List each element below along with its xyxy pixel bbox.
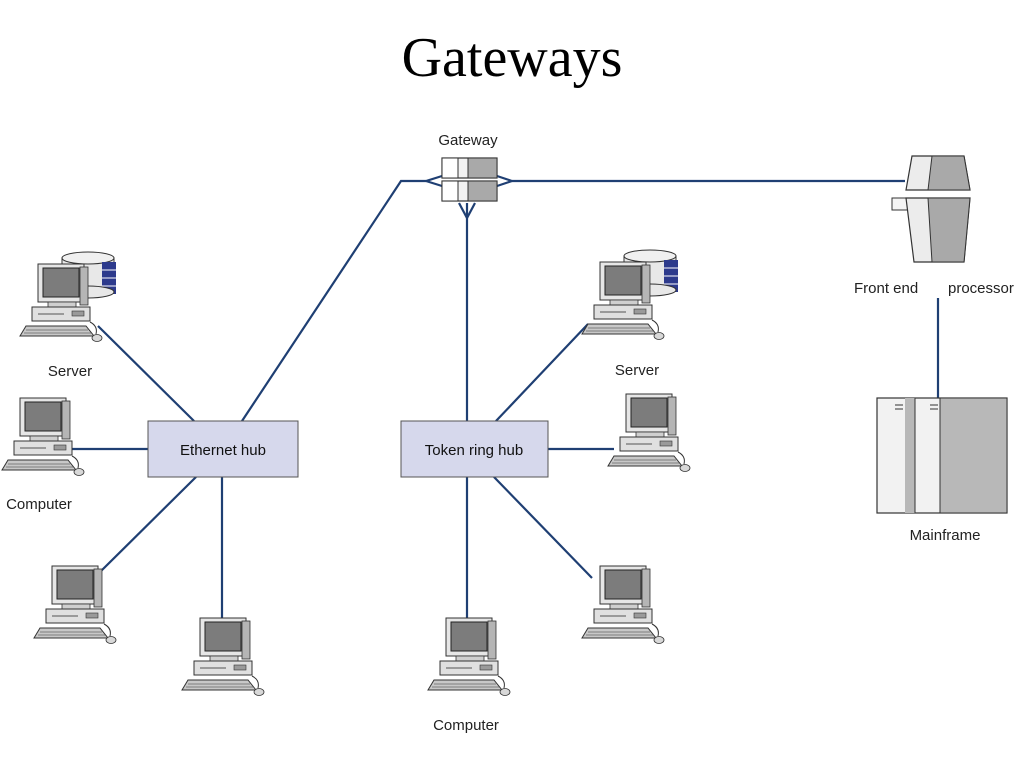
front-end-label: Front end <box>854 280 918 297</box>
computer-icon <box>427 617 511 696</box>
connections <box>72 174 940 618</box>
server-left-label: Server <box>48 363 92 380</box>
link-token-server <box>495 323 589 422</box>
ethernet-hub-label: Ethernet hub <box>180 442 266 459</box>
processor-label: processor <box>948 280 1014 297</box>
computer-icon <box>581 565 665 644</box>
link-ethernet-server <box>97 325 195 422</box>
page-title: Gateways <box>401 27 623 89</box>
server-icon <box>581 249 679 340</box>
computer-icon <box>607 393 691 472</box>
link-ethernet-pc-lower-left <box>99 476 197 573</box>
token-ring-hub-label: Token ring hub <box>425 442 523 459</box>
ethernet-hub: Ethernet hub <box>147 420 299 478</box>
computer-icon <box>1 397 85 476</box>
mainframe-label: Mainframe <box>910 527 981 544</box>
link-gateway-front-end <box>496 174 905 183</box>
computer-icon <box>33 565 117 644</box>
token-ring-hub: Token ring hub <box>400 420 549 478</box>
computer-bottom-label: Computer <box>433 717 499 734</box>
link-token-pc-lower-right <box>493 476 593 579</box>
mainframe-icon <box>876 397 1008 514</box>
front-end-processor-icon <box>891 155 971 263</box>
computer-icon <box>181 617 265 696</box>
gateway-label: Gateway <box>438 132 498 149</box>
gateway-icon <box>441 157 498 202</box>
computer-left-label: Computer <box>6 496 72 513</box>
server-right-label: Server <box>615 362 659 379</box>
link-gateway-ethernet-hub <box>241 174 443 422</box>
